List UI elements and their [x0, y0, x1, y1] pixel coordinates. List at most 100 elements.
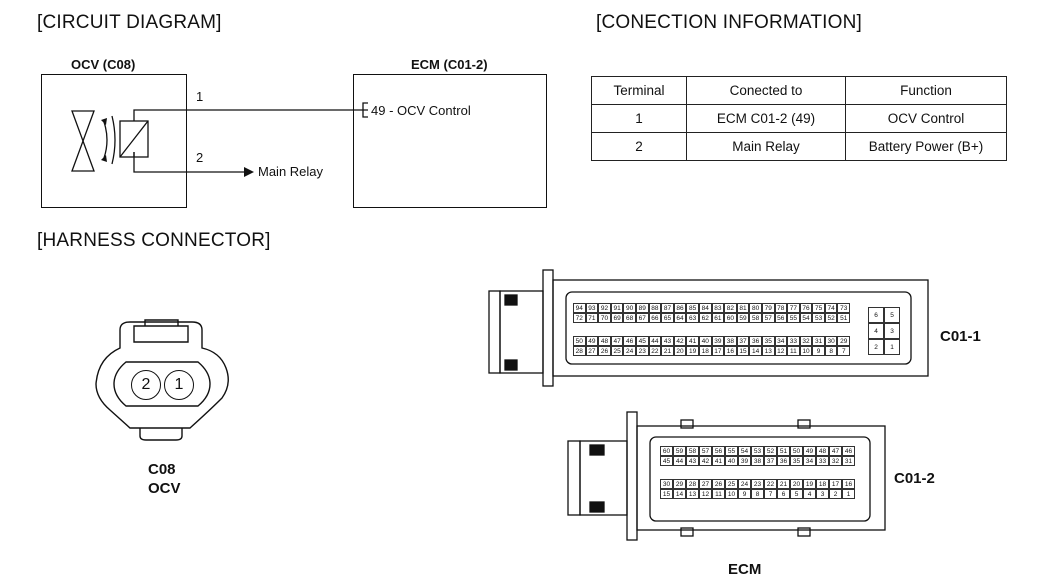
pin-cell: 26 [712, 479, 725, 489]
pin-cell: 6 [777, 489, 790, 499]
pin-cell: 50 [573, 336, 586, 346]
c08-pin-1: 1 [164, 370, 194, 400]
pin-cell: 43 [686, 456, 699, 466]
pin-cell: 27 [585, 346, 599, 356]
pin-cell: 11 [787, 346, 800, 356]
pin-cell: 47 [610, 336, 624, 346]
connection-table: Terminal Conected to Function 1 ECM C01-… [591, 76, 1007, 161]
pin-cell: 30 [824, 336, 838, 346]
pin-cell: 28 [686, 479, 699, 489]
ocv-box-label: OCV (C08) [71, 57, 136, 72]
pin-cell: 77 [787, 303, 800, 313]
pin-cell: 23 [635, 346, 649, 356]
pin-cell: 10 [725, 489, 738, 499]
main-relay-label: Main Relay [258, 164, 324, 179]
pin-cell: 81 [736, 303, 750, 313]
ocv-box [41, 74, 187, 208]
pin-cell: 42 [673, 336, 687, 346]
header-function: Function [845, 76, 1007, 105]
pin-cell: 8 [824, 346, 838, 356]
pin-cell: 87 [661, 303, 674, 313]
pin-cell: 33 [787, 336, 800, 346]
pin-cell: 29 [673, 479, 686, 489]
pin-cell: 67 [635, 313, 649, 323]
pin-cell: 39 [711, 336, 725, 346]
c012-label: C01-2 [894, 470, 935, 487]
table-cell: Battery Power (B+) [845, 132, 1007, 161]
pin-cell: 37 [764, 456, 777, 466]
c08-connector [95, 319, 229, 441]
pin-cell: 66 [648, 313, 662, 323]
pin-cell: 55 [787, 313, 800, 323]
pin-cell: 13 [686, 489, 699, 499]
c08-sublabel: OCV [148, 480, 181, 497]
pin-cell: 91 [610, 303, 624, 313]
pin-cell: 14 [749, 346, 762, 356]
pin-cell: 55 [725, 446, 738, 456]
pin-cell: 34 [774, 336, 788, 346]
connection-info-heading: [CONECTION INFORMATION] [596, 12, 863, 33]
pin-cell: 13 [761, 346, 775, 356]
pin-cell: 23 [751, 479, 764, 489]
pin-cell: 64 [673, 313, 687, 323]
pin-cell: 37 [736, 336, 750, 346]
pin-cell: 74 [824, 303, 838, 313]
pin-cell: 61 [711, 313, 725, 323]
pin-cell: 50 [790, 446, 803, 456]
ecm-label: ECM [728, 561, 762, 578]
pin-cell: 79 [761, 303, 775, 313]
pin-cell: 49 [585, 336, 599, 346]
pin-cell: 53 [751, 446, 764, 456]
pin-cell: 58 [749, 313, 762, 323]
harness-connector-heading: [HARNESS CONNECTOR] [37, 230, 271, 251]
pin-cell: 6 [868, 307, 884, 323]
pin-cell: 48 [816, 446, 829, 456]
pin-cell: 59 [736, 313, 750, 323]
pin-cell: 15 [736, 346, 750, 356]
pin-cell: 48 [598, 336, 611, 346]
header-connected-to: Conected to [686, 76, 846, 105]
pin-cell: 30 [660, 479, 673, 489]
pin-cell: 12 [774, 346, 788, 356]
pin-cell: 42 [699, 456, 712, 466]
pin-cell: 49 [803, 446, 816, 456]
table-row: 1 ECM C01-2 (49) OCV Control [591, 104, 1007, 133]
pin-cell: 53 [812, 313, 825, 323]
pin-cell: 78 [774, 303, 788, 313]
table-cell: OCV Control [845, 104, 1007, 133]
ecm-box-label: ECM (C01-2) [411, 57, 488, 72]
pin-cell: 8 [751, 489, 764, 499]
pin-cell: 25 [610, 346, 624, 356]
pin-cell: 60 [724, 313, 737, 323]
pin-cell: 36 [749, 336, 762, 346]
table-cell: Main Relay [686, 132, 846, 161]
pin-cell: 80 [749, 303, 762, 313]
pin-cell: 63 [686, 313, 699, 323]
pin-cell: 25 [725, 479, 738, 489]
pin-cell: 88 [648, 303, 662, 313]
pin-cell: 51 [777, 446, 790, 456]
pin-2-label: 2 [196, 150, 204, 165]
pin-cell: 65 [661, 313, 674, 323]
pin-cell: 5 [884, 307, 900, 323]
table-row: 2 Main Relay Battery Power (B+) [591, 132, 1007, 161]
pin-cell: 38 [724, 336, 737, 346]
pin-cell: 2 [829, 489, 842, 499]
table-cell: ECM C01-2 (49) [686, 104, 846, 133]
pin-cell: 45 [660, 456, 673, 466]
pin-cell: 76 [799, 303, 813, 313]
pin-cell: 69 [610, 313, 624, 323]
pin-cell: 17 [711, 346, 725, 356]
pin-cell: 29 [837, 336, 851, 346]
pin-1-label: 1 [196, 89, 204, 104]
pin-cell: 47 [829, 446, 842, 456]
pin-cell: 44 [673, 456, 686, 466]
pin-cell: 38 [751, 456, 764, 466]
